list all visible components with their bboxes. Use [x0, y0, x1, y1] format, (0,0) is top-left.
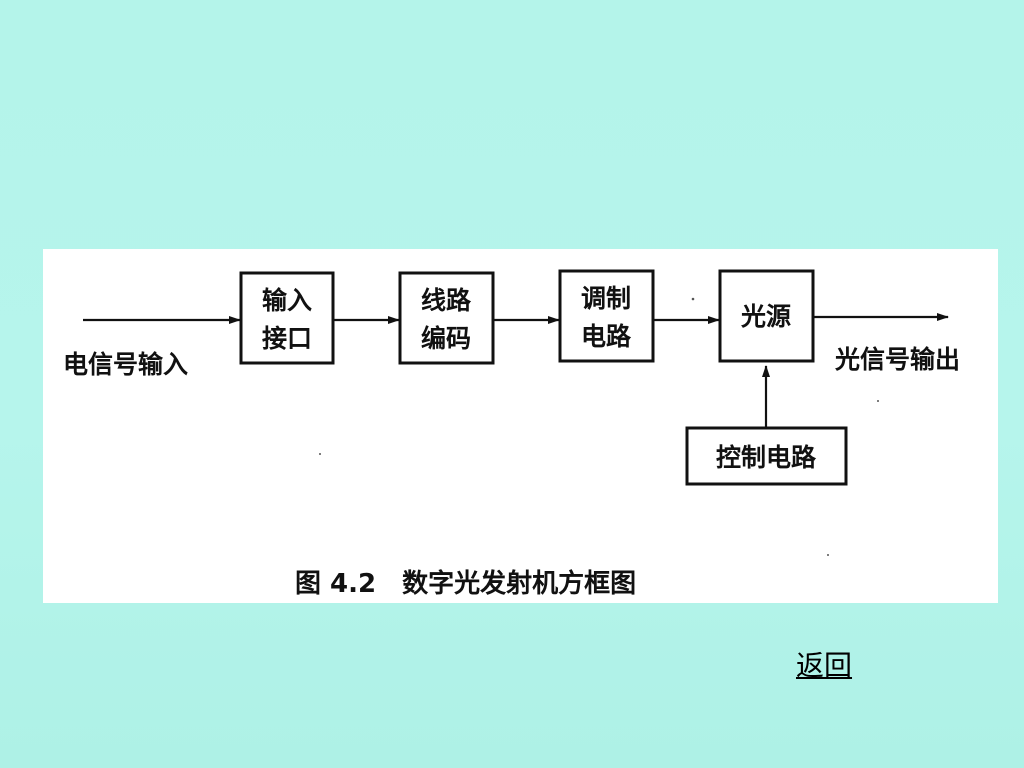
block-control-circuit-label: 控制电路 — [716, 443, 817, 472]
block-line-coding: 线路 编码 — [398, 271, 495, 365]
block-diagram: 输入 接口 线路 编码 调制 电路 光源 控制电路 电 — [63, 269, 960, 599]
block-input-interface-line2: 接口 — [262, 324, 312, 353]
block-light-source-label: 光源 — [740, 302, 791, 331]
block-control-circuit: 控制电路 — [685, 426, 848, 486]
block-input-interface: 输入 接口 — [239, 271, 335, 365]
block-line-coding-line1: 线路 — [421, 286, 472, 315]
figure-caption: 图 4.2 数字光发射机方框图 — [295, 568, 636, 599]
block-input-interface-line1: 输入 — [262, 286, 312, 315]
block-modulation-line1: 调制 — [581, 284, 631, 313]
figure-panel: 输入 接口 线路 编码 调制 电路 光源 控制电路 电 — [43, 249, 998, 603]
block-line-coding-line2: 编码 — [421, 324, 471, 353]
block-light-source: 光源 — [718, 269, 815, 363]
input-signal-label: 电信号输入 — [63, 350, 188, 379]
block-modulation: 调制 电路 — [558, 269, 655, 363]
return-link[interactable]: 返回 — [796, 649, 853, 682]
block-modulation-line2: 电路 — [581, 322, 632, 351]
output-signal-label: 光信号输出 — [834, 345, 960, 374]
